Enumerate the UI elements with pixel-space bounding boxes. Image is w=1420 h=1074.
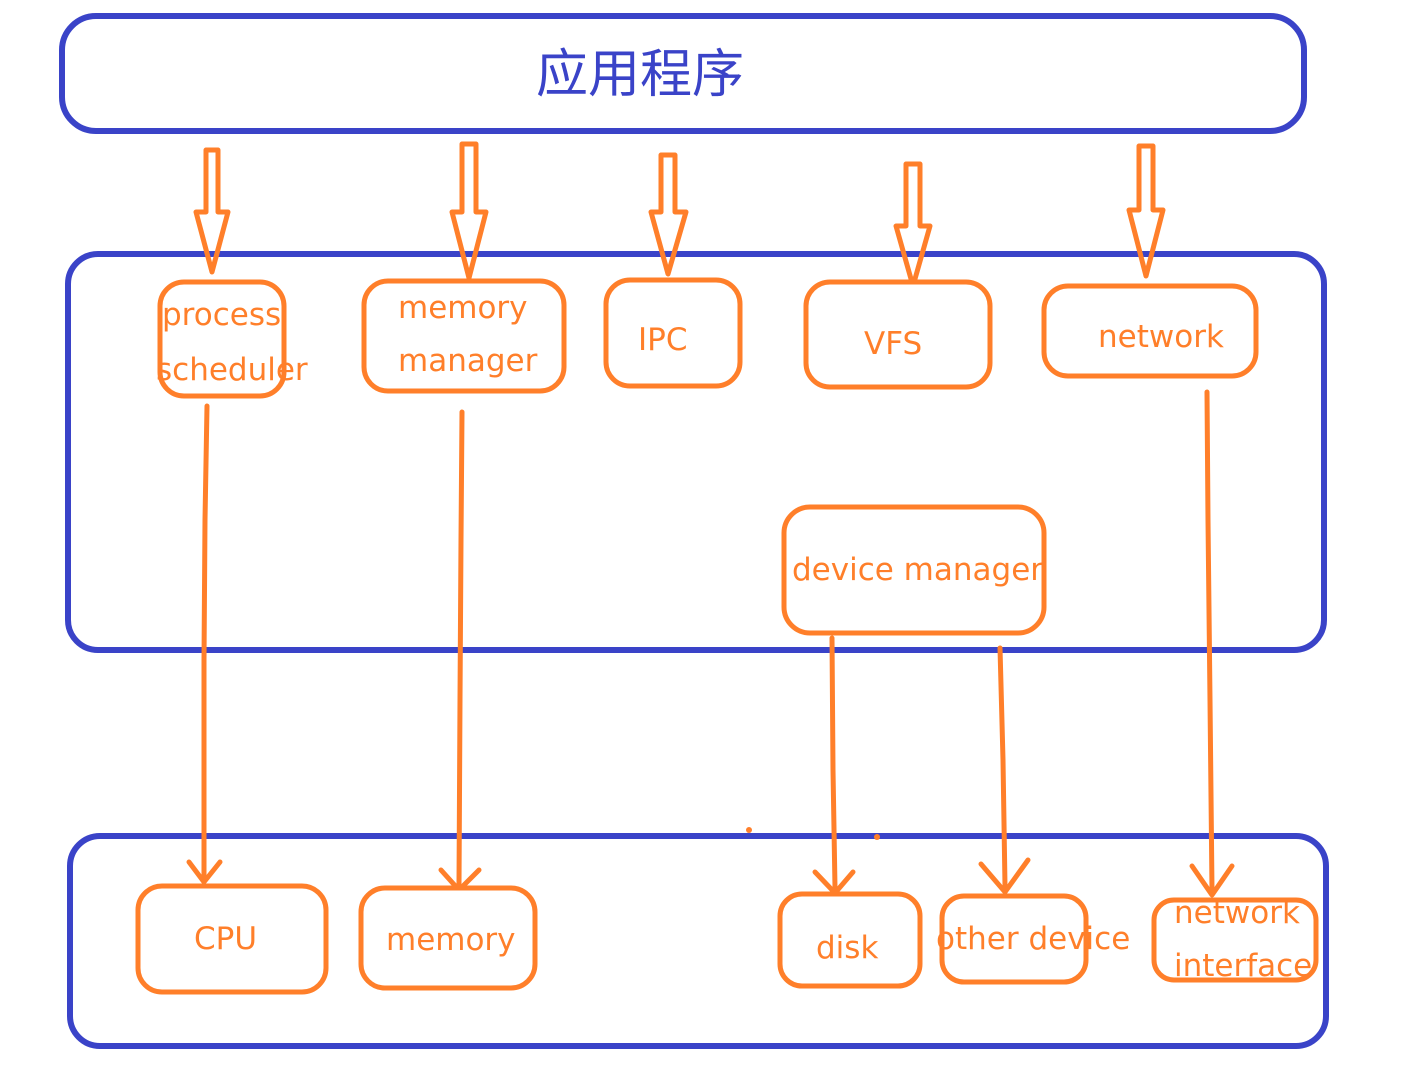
network-label: network bbox=[1098, 319, 1224, 355]
vfs-box bbox=[803, 279, 993, 390]
process-scheduler-label-line2: scheduler bbox=[156, 352, 308, 388]
app-to-process-scheduler-arrow bbox=[193, 147, 231, 275]
device-manager-label: device manager bbox=[792, 552, 1043, 588]
process-scheduler-module: process scheduler bbox=[156, 279, 308, 399]
memory-label: memory bbox=[386, 922, 516, 958]
process-scheduler-box bbox=[157, 279, 287, 399]
app-to-vfs-arrow bbox=[893, 161, 933, 289]
vfs-label: VFS bbox=[864, 326, 922, 362]
network-interface-module: network interface bbox=[1151, 895, 1319, 984]
memory-manager-label-line1: memory bbox=[398, 290, 528, 326]
device-manager-box bbox=[781, 504, 1047, 636]
other-device-box bbox=[939, 893, 1089, 985]
network-interface-box bbox=[1151, 897, 1319, 983]
network-box bbox=[1041, 283, 1259, 379]
process-scheduler-to-cpu-arrow bbox=[186, 403, 223, 885]
device-manager-module: device manager bbox=[781, 504, 1047, 636]
cpu-label: CPU bbox=[194, 921, 257, 957]
disk-module: disk bbox=[777, 891, 923, 989]
other-device-module: other device bbox=[936, 893, 1130, 985]
app-to-memory-manager-arrow bbox=[449, 141, 489, 281]
device-manager-to-other-device-arrow bbox=[978, 645, 1031, 895]
network-module: network bbox=[1041, 283, 1259, 379]
memory-module: memory bbox=[358, 885, 538, 991]
process-scheduler-label-line1: process bbox=[162, 297, 281, 333]
ipc-label: IPC bbox=[638, 322, 687, 358]
network-interface-label-line1: network bbox=[1174, 895, 1300, 931]
vfs-module: VFS bbox=[803, 279, 993, 390]
other-device-label: other device bbox=[936, 921, 1130, 957]
stray-dot bbox=[746, 827, 752, 833]
stray-dot bbox=[874, 834, 880, 840]
ipc-module: IPC bbox=[603, 277, 743, 389]
app-to-network-arrow bbox=[1126, 143, 1166, 279]
cpu-module: CPU bbox=[135, 883, 329, 995]
disk-label: disk bbox=[816, 930, 878, 966]
disk-box bbox=[777, 891, 923, 989]
network-interface-label-line2: interface bbox=[1174, 948, 1312, 984]
application-layer-label: 应用程序 bbox=[536, 45, 744, 105]
memory-box bbox=[358, 885, 538, 991]
app-to-ipc-arrow bbox=[648, 152, 689, 277]
ipc-box bbox=[603, 277, 743, 389]
memory-manager-module: memory manager bbox=[361, 278, 567, 394]
memory-manager-box bbox=[361, 278, 567, 394]
application-layer-box bbox=[59, 13, 1307, 134]
memory-manager-label-line2: manager bbox=[398, 343, 538, 379]
cpu-box bbox=[135, 883, 329, 995]
network-to-network-interface-arrow bbox=[1189, 389, 1235, 898]
